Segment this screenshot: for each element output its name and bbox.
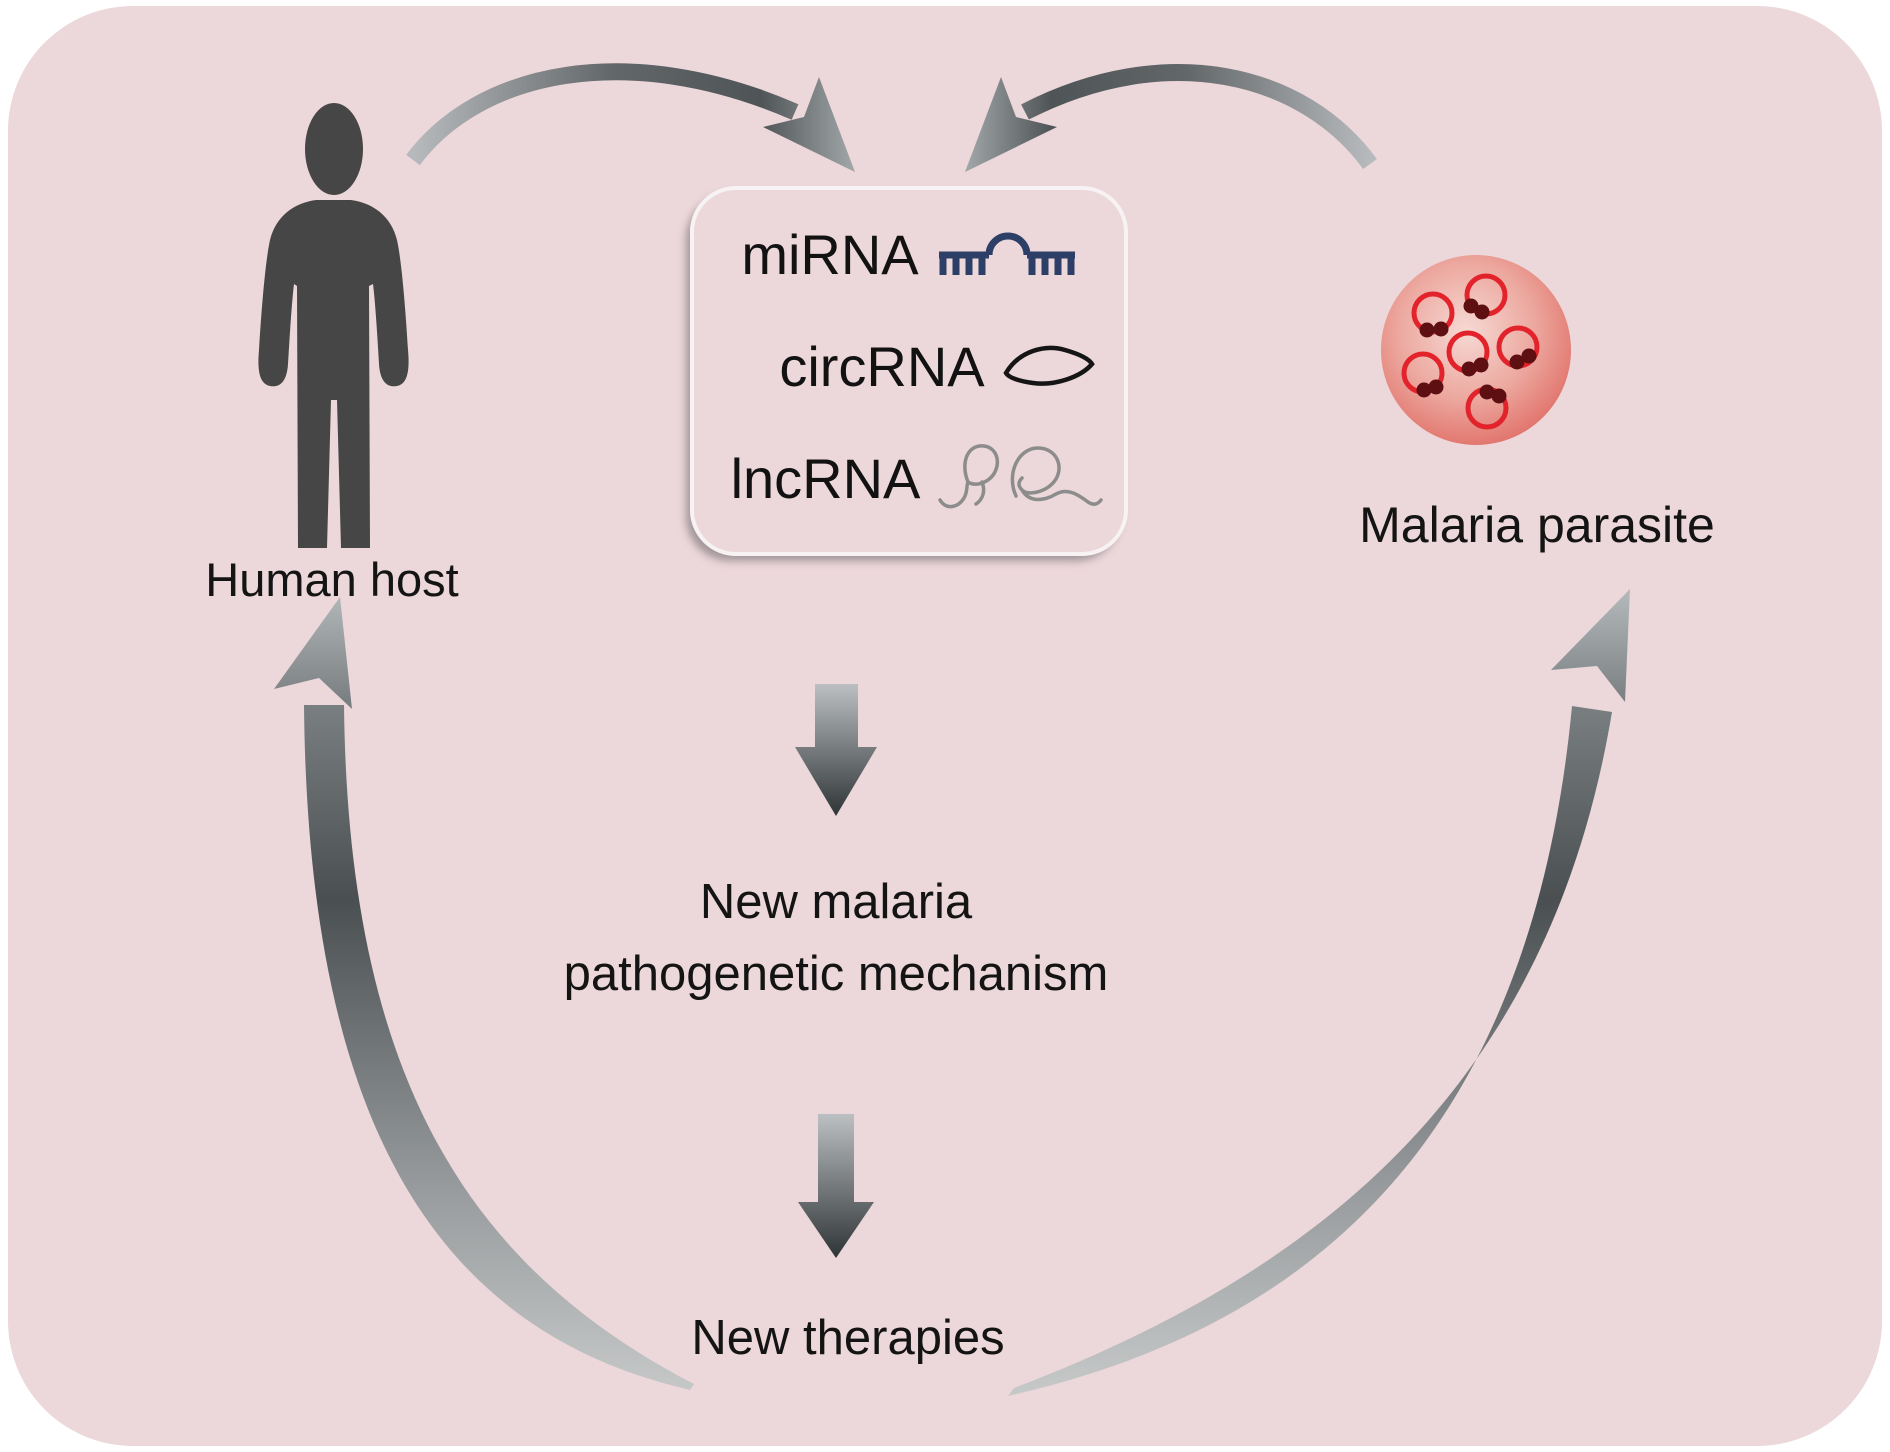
new-mechanism-label: New malaria pathogenetic mechanism — [564, 866, 1109, 1010]
lncrna-label: lncRNA — [730, 446, 921, 510]
new-therapies-label: New therapies — [691, 1311, 1005, 1365]
arrow-therapies-to-human — [274, 597, 694, 1390]
rna-item-circrna: circRNA — [750, 310, 1124, 422]
chromatin-dots — [1416, 298, 1537, 404]
arrow-parasite-to-rna — [965, 64, 1377, 172]
human-silhouette — [258, 103, 409, 548]
rna-item-lncrna: lncRNA — [710, 422, 1124, 534]
arrow-human-to-rna — [406, 63, 855, 172]
circrna-label: circRNA — [779, 334, 985, 398]
arrow-down-to-therapies — [798, 1114, 874, 1258]
lncrna-squiggle-icon — [938, 444, 1104, 509]
malaria-parasite-label: Malaria parasite — [1359, 497, 1715, 553]
arrow-therapies-to-parasite — [1008, 589, 1630, 1396]
rna-item-mirna: miRNA — [694, 198, 1124, 310]
rna-box: miRNA circRNA lncRNA — [690, 186, 1128, 556]
new-mechanism-line2: pathogenetic mechanism — [563, 947, 1109, 1001]
new-mechanism-line1: New malaria — [699, 875, 973, 929]
arrow-down-to-mechanism — [795, 684, 877, 816]
mirna-label: miRNA — [741, 222, 919, 286]
mirna-hairpin-icon — [938, 232, 1075, 275]
circrna-loop-icon — [1003, 345, 1095, 386]
infected-cell — [1381, 255, 1571, 445]
human-host-label: Human host — [205, 553, 459, 606]
